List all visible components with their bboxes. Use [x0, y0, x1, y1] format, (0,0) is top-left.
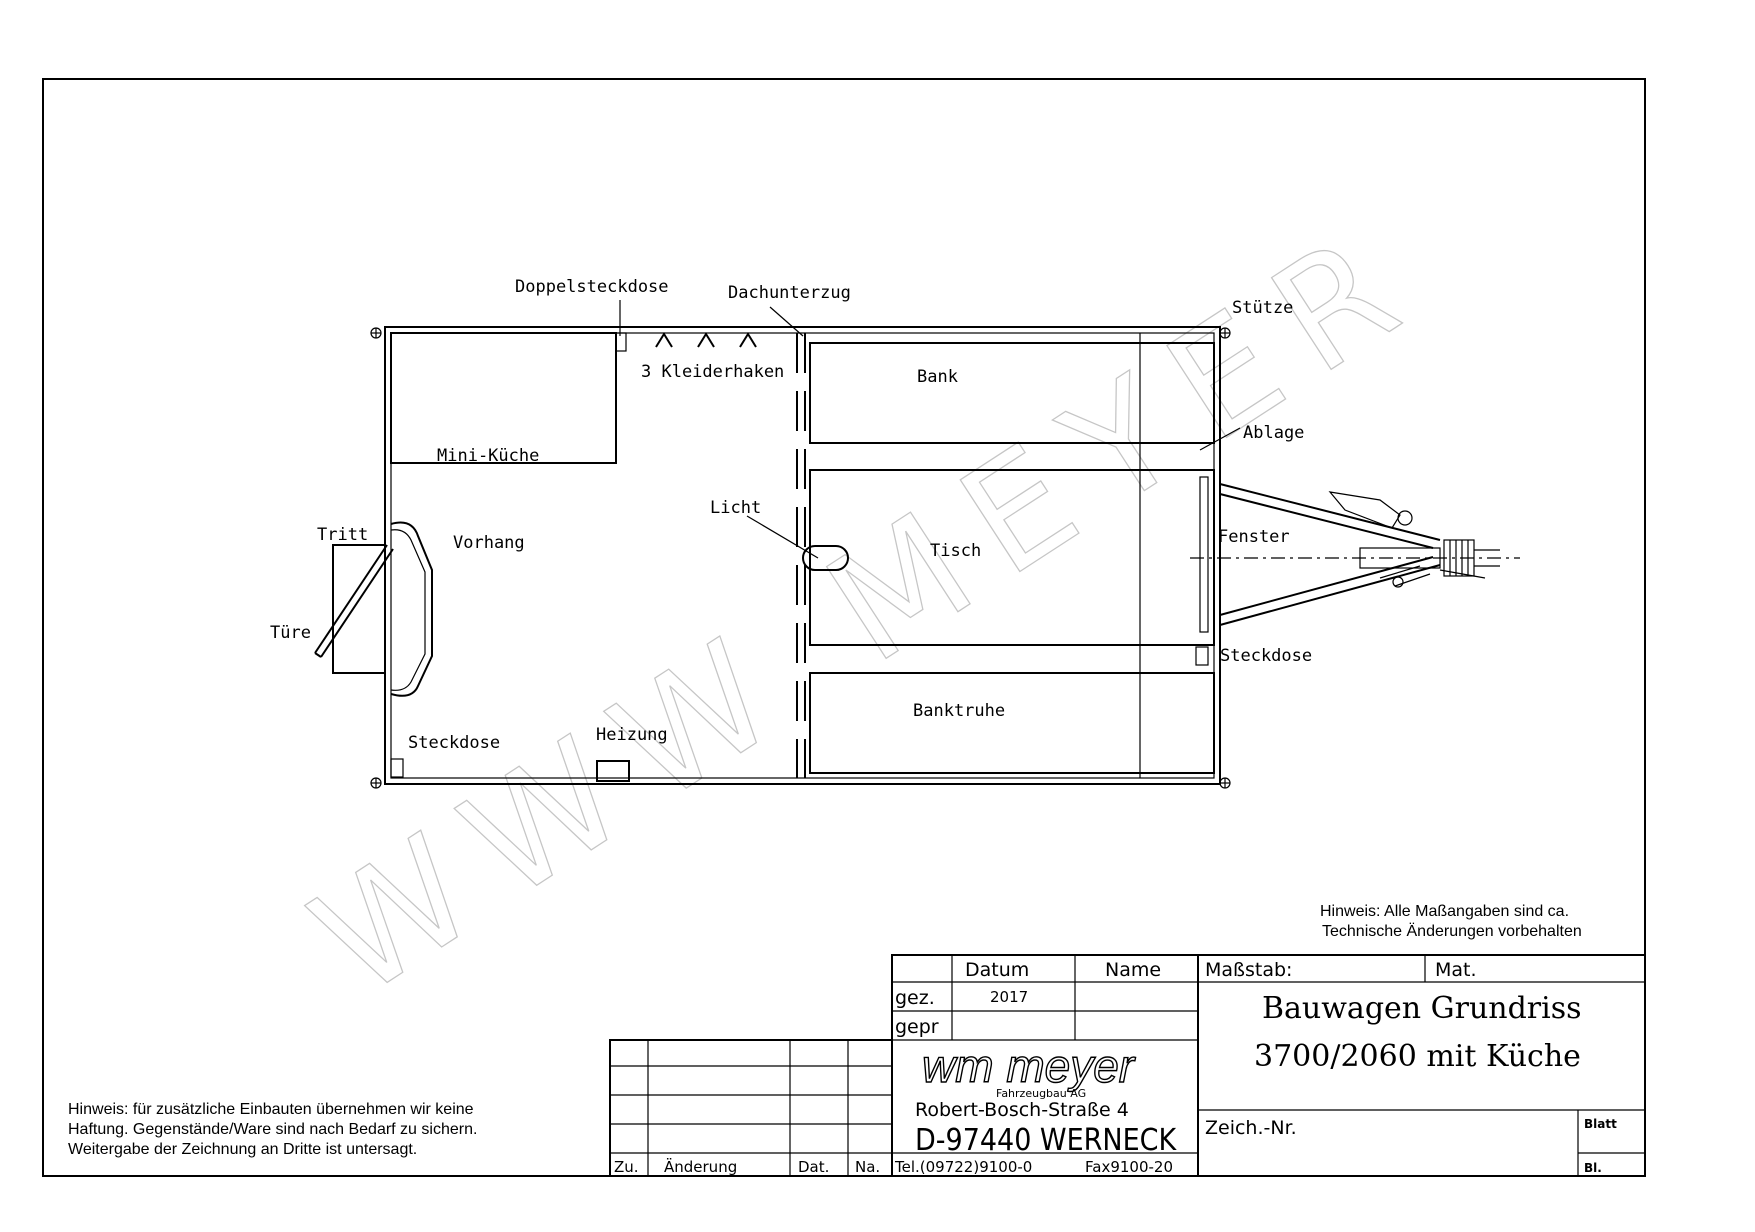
bank: [809, 342, 1215, 444]
steckdose-right-box: [1195, 646, 1209, 666]
tb-gepr: gepr: [895, 1016, 939, 1038]
label-fenster: Fenster: [1218, 527, 1290, 547]
vorhang: [390, 521, 433, 697]
label-licht: Licht: [710, 498, 761, 518]
deichsel: [1190, 483, 1520, 626]
tb-massstab: Maßstab:: [1205, 959, 1292, 981]
tuere: [314, 544, 394, 658]
company-logo: wm meyer: [922, 1040, 1136, 1092]
rev-dat: Dat.: [798, 1158, 829, 1176]
label-stuetze: Stütze: [1232, 298, 1293, 318]
label-heizung: Heizung: [596, 725, 668, 745]
note-haftung-1: Hinweis: für zusätzliche Einbauten übern…: [68, 1101, 474, 1118]
label-tritt: Tritt: [317, 525, 368, 545]
tb-bl: Bl.: [1584, 1161, 1602, 1175]
tb-zeich-nr: Zeich.-Nr.: [1205, 1117, 1297, 1139]
drawing-title-line2: 3700/2060 mit Küche: [1254, 1039, 1581, 1074]
heizung: [596, 760, 630, 782]
tisch: [809, 469, 1215, 646]
company-city: D-97440 WERNECK: [915, 1123, 1178, 1158]
note-aenderungen: Technische Änderungen vorbehalten: [1322, 922, 1582, 940]
label-vorhang: Vorhang: [453, 533, 525, 553]
drawing-title-line1: Bauwagen Grundriss: [1262, 991, 1582, 1026]
label-steckdose-left: Steckdose: [408, 733, 500, 753]
rev-na: Na.: [855, 1158, 880, 1176]
label-kleiderhaken: 3 Kleiderhaken: [641, 362, 784, 382]
licht: [802, 545, 849, 571]
stuetze-marker: [370, 327, 1231, 789]
leader-lines: [619, 300, 1241, 559]
company-fax: Fax9100-20: [1085, 1158, 1173, 1176]
tb-gez: gez.: [895, 987, 935, 1009]
tb-name-header: Name: [1105, 959, 1161, 981]
company-street: Robert-Bosch-Straße 4: [915, 1099, 1129, 1121]
tb-blatt: Blatt: [1584, 1117, 1617, 1131]
fenster: [1199, 476, 1209, 633]
label-banktruhe: Banktruhe: [913, 701, 1005, 721]
note-haftung-3: Weitergabe der Zeichnung an Dritte ist u…: [68, 1141, 417, 1158]
note-masse: Hinweis: Alle Maßangaben sind ca.: [1320, 903, 1569, 920]
label-minikueche: Mini-Küche: [437, 446, 539, 466]
company-tel: Tel.(09722)9100-0: [894, 1158, 1032, 1176]
label-steckdose-right: Steckdose: [1220, 646, 1312, 666]
dachunterzug: [796, 333, 806, 778]
label-dachunterzug: Dachunterzug: [728, 283, 851, 303]
note-haftung-2: Haftung. Gegenstände/Ware sind nach Beda…: [68, 1121, 477, 1138]
tritt: [332, 544, 386, 674]
label-tuere: Türe: [270, 623, 311, 643]
label-bank: Bank: [917, 367, 958, 387]
company-logo-sub: Fahrzeugbau AG: [996, 1087, 1086, 1100]
banktruhe: [809, 672, 1215, 774]
kleiderhaken: [655, 332, 757, 348]
wagon-body: [314, 326, 1231, 789]
label-tisch: Tisch: [930, 541, 981, 561]
mini-kueche: [390, 332, 617, 464]
tb-year: 2017: [990, 988, 1028, 1006]
doppelsteckdose-box: [615, 332, 627, 352]
rev-aenderung: Änderung: [664, 1157, 737, 1176]
rev-zu: Zu.: [614, 1158, 639, 1176]
title-block: [609, 954, 1646, 1177]
tb-datum-header: Datum: [965, 959, 1029, 981]
label-doppelsteckdose: Doppelsteckdose: [515, 277, 669, 297]
label-ablage: Ablage: [1243, 423, 1304, 443]
steckdose-left-box: [390, 758, 404, 778]
tb-mat: Mat.: [1435, 959, 1477, 981]
